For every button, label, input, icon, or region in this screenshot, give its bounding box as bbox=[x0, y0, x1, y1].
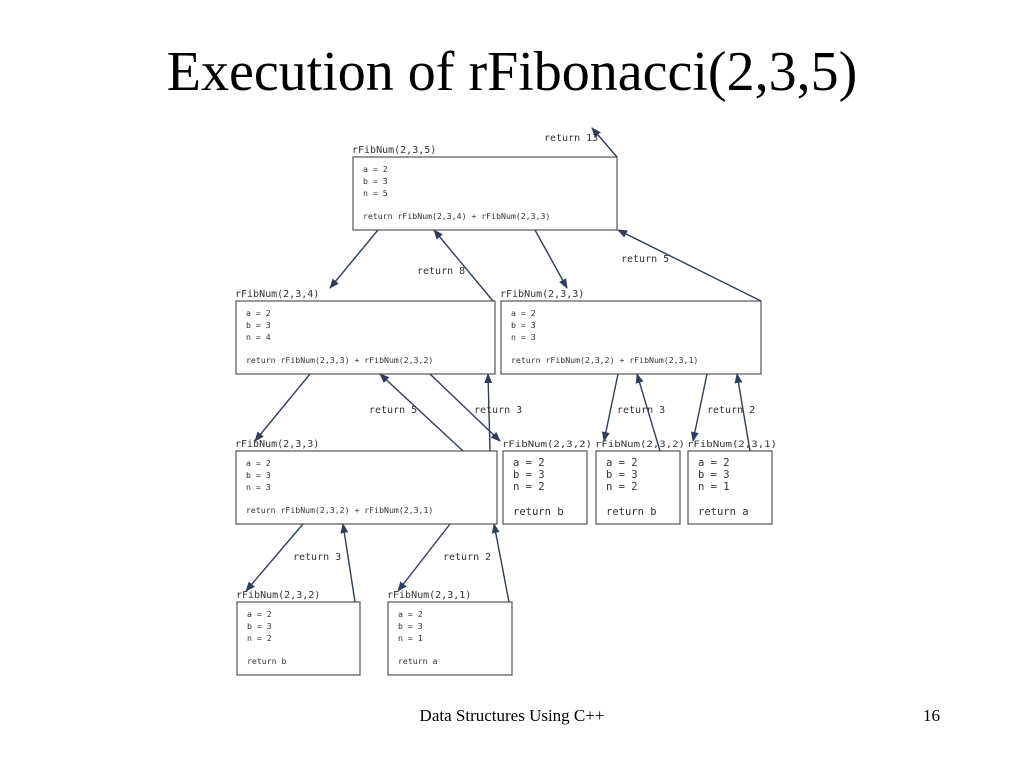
frame-box bbox=[236, 601, 361, 676]
frame-var-line: n = 3 bbox=[511, 332, 536, 342]
frame-var-line: a = 2 bbox=[698, 457, 730, 469]
return-value-label: return 2 bbox=[707, 405, 755, 416]
return-value-label: return 8 bbox=[417, 266, 465, 277]
frame-box bbox=[687, 450, 773, 525]
frame-var-line: b = 3 bbox=[246, 320, 271, 330]
frame-header: rFibNum(2,3,2) bbox=[502, 440, 592, 450]
frame-box bbox=[595, 450, 681, 525]
frame-return-statement: return rFibNum(2,3,4) + rFibNum(2,3,3) bbox=[363, 211, 550, 221]
return-value-label: return 5 bbox=[621, 254, 669, 265]
return-arrow bbox=[734, 373, 751, 452]
frame-return-statement: return rFibNum(2,3,2) + rFibNum(2,3,1) bbox=[511, 355, 698, 365]
frame-header: rFibNum(2,3,3) bbox=[235, 439, 319, 450]
frame-var-line: a = 2 bbox=[363, 164, 388, 174]
call-arrow bbox=[245, 523, 304, 592]
frame-header: rFibNum(2,3,3) bbox=[500, 289, 584, 300]
call-arrow bbox=[534, 229, 568, 289]
return-arrow bbox=[379, 373, 464, 452]
frame-header: rFibNum(2,3,1) bbox=[387, 590, 471, 601]
stack-frame-f235: rFibNum(2,3,5) a = 2 b = 3 n = 5 return rFib… bbox=[352, 145, 618, 231]
stack-frame-f234: rFibNum(2,3,4) a = 2 b = 3 n = 4 return rFib… bbox=[235, 289, 496, 375]
frame-header: rFibNum(2,3,4) bbox=[235, 289, 319, 300]
frame-var-line: n = 4 bbox=[246, 332, 271, 342]
frame-header: rFibNum(2,3,5) bbox=[352, 145, 436, 156]
frame-header: rFibNum(2,3,2) bbox=[595, 440, 685, 450]
frame-var-line: n = 5 bbox=[363, 188, 388, 198]
frame-var-line: a = 2 bbox=[606, 457, 638, 469]
frame-var-line: n = 3 bbox=[246, 482, 271, 492]
frame-var-line: b = 3 bbox=[511, 320, 536, 330]
return-value-label: return 3 bbox=[474, 405, 522, 416]
frame-var-line: a = 2 bbox=[513, 457, 545, 469]
call-arrow bbox=[397, 523, 451, 592]
frame-box bbox=[235, 300, 496, 375]
frame-box bbox=[235, 450, 498, 525]
frame-var-line: a = 2 bbox=[398, 609, 423, 619]
frame-var-line: n = 1 bbox=[398, 633, 423, 643]
frame-var-line: a = 2 bbox=[246, 308, 271, 318]
frame-var-line: a = 2 bbox=[247, 609, 272, 619]
return-value-label: return 13 bbox=[544, 133, 598, 144]
frame-var-line: b = 3 bbox=[363, 176, 388, 186]
return-value-label: return 2 bbox=[443, 552, 491, 563]
frame-box bbox=[352, 156, 618, 231]
frame-header: rFibNum(2,3,1) bbox=[687, 440, 777, 450]
stack-frame-f231a: rFibNum(2,3,1) a = 2b = 3n = 1 return a bbox=[687, 440, 777, 525]
frame-return-statement: return b bbox=[247, 656, 287, 666]
footer-text: Data Structures Using C++ bbox=[419, 706, 605, 725]
stack-frame-f232b: rFibNum(2,3,2) a = 2b = 3n = 2 return b bbox=[595, 440, 685, 525]
stack-frame-f232a: rFibNum(2,3,2) a = 2b = 3n = 2 return b bbox=[502, 440, 592, 525]
return-value-label: return 3 bbox=[293, 552, 341, 563]
call-arrow bbox=[429, 373, 501, 442]
frame-var-line: b = 3 bbox=[247, 621, 272, 631]
frame-var-line: n = 2 bbox=[247, 633, 272, 643]
frame-return-statement: return rFibNum(2,3,3) + rFibNum(2,3,2) bbox=[246, 355, 433, 365]
return-arrow bbox=[484, 373, 493, 452]
frame-var-line: b = 3 bbox=[398, 621, 423, 631]
frame-var-line: n = 1 bbox=[698, 481, 730, 493]
frame-var-line: a = 2 bbox=[511, 308, 536, 318]
frame-var-line: b = 3 bbox=[698, 469, 730, 481]
stack-frame-f233a: rFibNum(2,3,3) a = 2 b = 3 n = 3 return rFib… bbox=[235, 439, 498, 525]
return-arrow bbox=[433, 229, 494, 302]
frame-box bbox=[500, 300, 762, 375]
frame-return-statement: return b bbox=[513, 506, 564, 518]
return-value-label: return 5 bbox=[369, 405, 417, 416]
return-arrow bbox=[617, 229, 762, 302]
stack-frame-f231b: rFibNum(2,3,1) a = 2 b = 3 n = 1 return a bbox=[387, 590, 513, 676]
return-arrow bbox=[340, 523, 356, 603]
frame-var-line: b = 3 bbox=[246, 470, 271, 480]
frame-var-line: b = 3 bbox=[513, 469, 545, 481]
frame-var-line: n = 2 bbox=[513, 481, 545, 493]
frame-return-statement: return rFibNum(2,3,2) + rFibNum(2,3,1) bbox=[246, 505, 433, 515]
page-number: 16 bbox=[923, 706, 940, 725]
frame-var-line: n = 2 bbox=[606, 481, 638, 493]
frame-box bbox=[502, 450, 588, 525]
stack-frame-f233b: rFibNum(2,3,3) a = 2 b = 3 n = 3 return rFib… bbox=[500, 289, 762, 375]
call-arrow bbox=[601, 373, 619, 442]
frame-return-statement: return b bbox=[606, 506, 657, 518]
frame-return-statement: return a bbox=[698, 506, 749, 518]
return-arrow bbox=[491, 523, 510, 603]
frame-var-line: a = 2 bbox=[246, 458, 271, 468]
call-arrow bbox=[254, 373, 311, 442]
frame-return-statement: return a bbox=[398, 656, 438, 666]
frame-var-line: b = 3 bbox=[606, 469, 638, 481]
return-arrow bbox=[591, 127, 618, 158]
return-value-label: return 3 bbox=[617, 405, 665, 416]
call-arrow bbox=[329, 229, 379, 289]
frame-header: rFibNum(2,3,2) bbox=[236, 590, 320, 601]
return-arrow bbox=[635, 373, 661, 452]
frame-box bbox=[387, 601, 513, 676]
slide-title: Execution of rFibonacci(2,3,5) bbox=[166, 41, 858, 103]
stack-frame-f232c: rFibNum(2,3,2) a = 2 b = 3 n = 2 return b bbox=[236, 590, 361, 676]
call-arrow bbox=[690, 373, 708, 442]
